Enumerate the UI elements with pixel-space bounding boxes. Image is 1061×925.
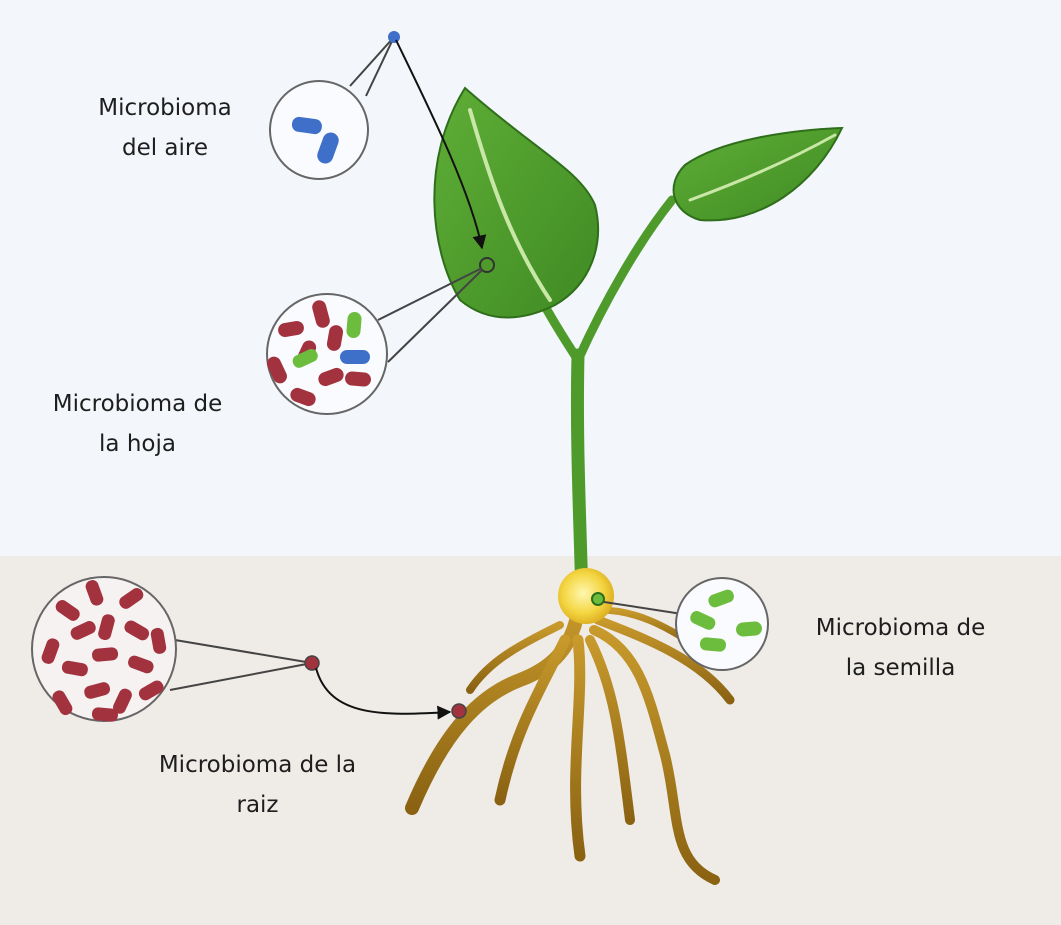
soil-background xyxy=(0,556,1061,925)
seed-microbiome-magnifier xyxy=(675,577,769,671)
seed-microbe-dot xyxy=(591,592,605,606)
air-microbiome-label-line2: del aire xyxy=(121,135,209,161)
root-microbiome-label-line2: raiz xyxy=(236,792,279,818)
leaf-microbiome-label-line2: la hoja xyxy=(99,431,176,457)
air-microbiome-callout xyxy=(269,31,487,250)
right-leaf-vein xyxy=(688,133,837,202)
root-microbiome-callout xyxy=(31,576,467,722)
left-leaf-vein xyxy=(468,108,552,302)
roots xyxy=(405,593,735,885)
left-leaf xyxy=(433,86,599,319)
seed-microbiome-label-line2: la semilla xyxy=(845,655,956,681)
leaf-microbiome-label: Microbioma de la hoja xyxy=(25,384,250,464)
seed-microbiome-label-line1: Microbioma de xyxy=(815,615,986,641)
soil-to-root-arrow xyxy=(315,667,452,720)
leaf-microbiome-callout xyxy=(266,257,495,415)
air-microbiome-label: Microbioma del aire xyxy=(70,88,260,168)
seed xyxy=(558,568,614,624)
leaf-microbiome-label-line1: Microbioma de xyxy=(52,391,223,417)
air-to-leaf-arrow xyxy=(395,39,487,250)
seed-microbiome-callout xyxy=(603,577,769,671)
seed-microbiome-label: Microbioma de la semilla xyxy=(783,608,1018,688)
air-microbiome-label-line1: Microbioma xyxy=(98,95,232,121)
root-microbiome-label-line1: Microbioma de la xyxy=(158,752,357,778)
root-microbiome-label: Microbioma de la raiz xyxy=(120,745,395,825)
